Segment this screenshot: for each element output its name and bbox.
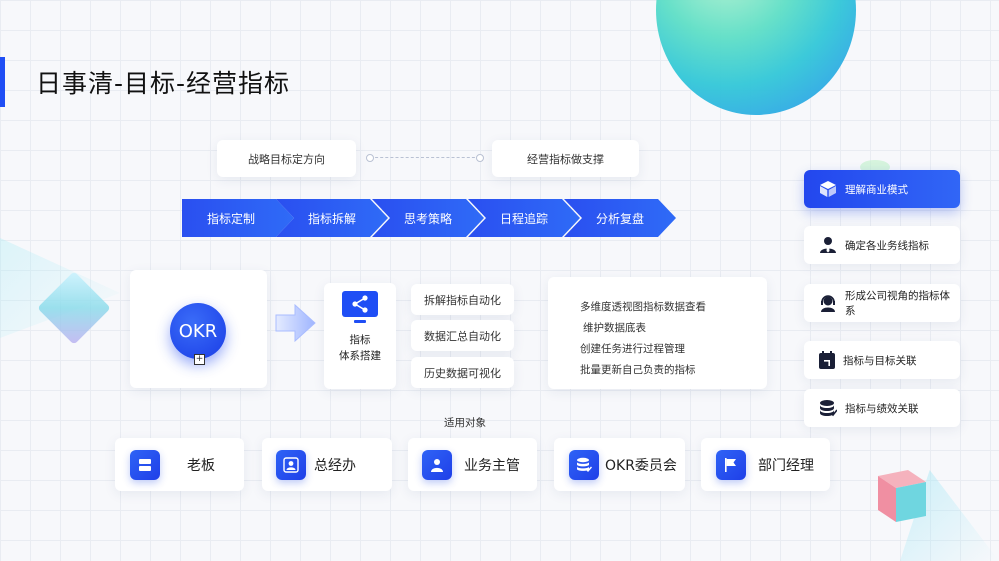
user-icon [276,450,306,480]
flow-step-define[interactable]: 指标定制 [182,199,294,237]
page-title: 日事清-目标-经营指标 [36,64,290,100]
right-item-performance-link[interactable]: 指标与绩效关联 [804,389,960,427]
right-item-label: 指标与目标关联 [843,353,917,368]
audience-item-office[interactable]: 总经办 [262,438,392,491]
right-item-business-lines[interactable]: 确定各业务线指标 [804,226,960,264]
audience-label: 老板 [187,455,215,475]
feature-item: 批量更新自己负责的指标 [580,362,696,377]
build-card-line2: 体系搭建 [324,348,396,363]
automation-chip: 拆解指标自动化 [411,284,514,315]
headset-icon [819,294,837,312]
system-build-card: 指标 体系搭建 [324,283,396,389]
connector-dot-right [476,154,484,162]
connector-dot-left [366,154,374,162]
right-item-company-system[interactable]: 形成公司视角的指标体系 [804,284,960,322]
right-item-label: 形成公司视角的指标体系 [845,288,960,318]
audience-label: 业务主管 [464,455,520,475]
flow-step-strategy[interactable]: 思考策略 [372,199,484,237]
audience-item-okr-committee[interactable]: OKR委员会 [554,438,685,491]
title-accent-bar [0,57,5,107]
audience-label: 部门经理 [758,455,814,475]
right-item-goal-link[interactable]: 指标与目标关联 [804,341,960,379]
audience-item-dept-manager[interactable]: 部门经理 [701,438,830,491]
connector-line [370,157,480,158]
flow-step-review[interactable]: 分析复盘 [564,199,676,237]
audience-title: 适用对象 [444,415,486,430]
plus-icon: + [194,354,205,365]
calendar-icon [819,351,835,369]
audience-item-supervisor[interactable]: 业务主管 [408,438,537,491]
feature-item: 创建任务进行过程管理 [580,341,685,356]
share-network-icon [342,291,378,329]
strategy-chip: 战略目标定方向 [217,140,356,177]
manager-icon [819,236,837,254]
right-item-label: 理解商业模式 [845,182,908,197]
flow-step-label: 思考策略 [404,210,452,227]
cube-icon [819,180,837,198]
flow-step-label: 分析复盘 [596,210,644,227]
decorative-sphere [656,0,856,115]
database-icon [569,450,599,480]
flow-step-label: 指标拆解 [308,210,356,227]
automation-chip: 数据汇总自动化 [411,320,514,351]
audience-label: OKR委员会 [605,455,677,475]
flow-step-label: 日程追踪 [500,210,548,227]
arrow-right-icon [275,304,317,342]
automation-chip: 历史数据可视化 [411,357,514,388]
build-card-line1: 指标 [324,332,396,347]
audience-item-boss[interactable]: 老板 [115,438,244,491]
coins-icon [819,399,837,417]
feature-item: 维护数据底表 [583,320,646,335]
audience-label: 总经办 [314,455,356,475]
okr-card: OKR + [130,270,267,388]
right-item-label: 确定各业务线指标 [845,238,929,253]
right-item-label: 指标与绩效关联 [845,401,919,416]
person-icon [422,450,452,480]
feature-item: 多维度透视图指标数据查看 [580,299,706,314]
flow-step-tracking[interactable]: 日程追踪 [468,199,580,237]
okr-circle[interactable]: OKR [170,303,226,359]
flow-step-label: 指标定制 [207,210,255,227]
okr-label: OKR [179,321,217,342]
decorative-cube [872,466,932,526]
right-item-business-model[interactable]: 理解商业模式 [804,170,960,208]
card-icon [130,450,160,480]
flag-icon [716,450,746,480]
support-chip: 经营指标做支撑 [492,140,639,177]
